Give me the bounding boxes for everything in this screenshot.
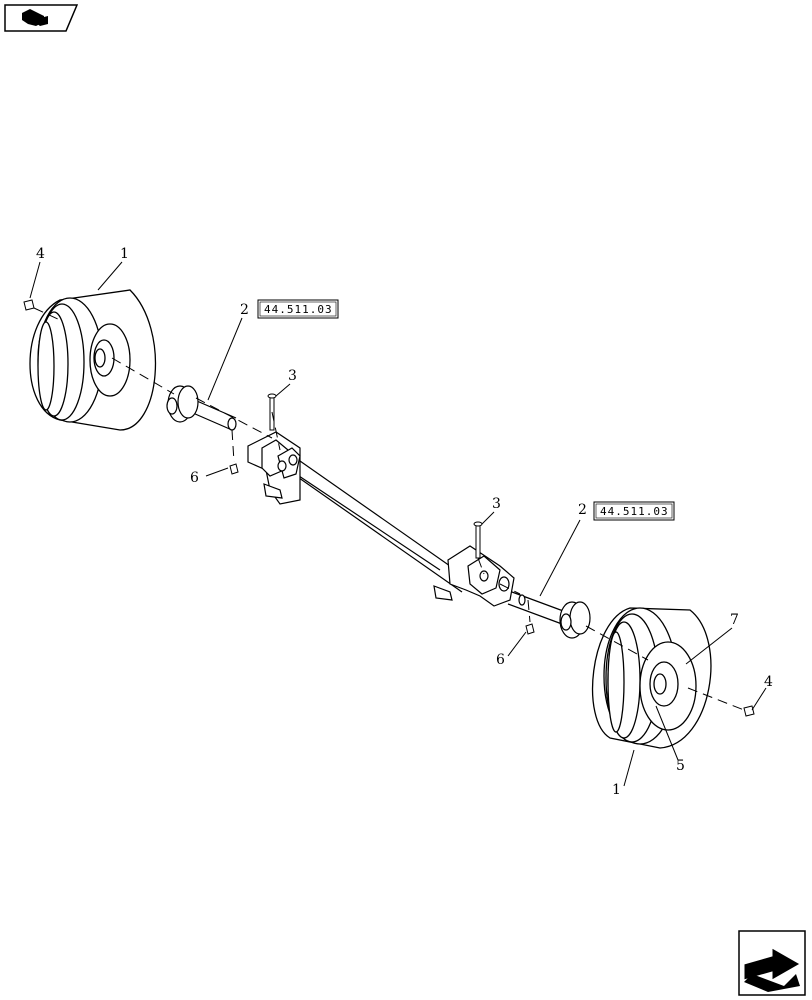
callout-4-right: 4 <box>764 674 773 690</box>
back-arrow-icon <box>4 4 79 32</box>
reference-link-left[interactable]: 44.511.03 <box>257 299 339 319</box>
reference-link-right[interactable]: 44.511.03 <box>593 501 675 521</box>
callout-6-left: 6 <box>190 470 199 486</box>
forward-arrow-icon <box>738 930 806 996</box>
left-hub <box>166 385 199 423</box>
reference-number-left: 44.511.03 <box>264 303 333 316</box>
reference-number-right: 44.511.03 <box>600 505 669 518</box>
callout-2-right: 2 <box>578 502 587 518</box>
callout-7: 7 <box>730 612 739 628</box>
alignment-lines <box>33 307 745 711</box>
callout-4-left: 4 <box>36 246 45 262</box>
left-lug-nut <box>23 299 35 311</box>
left-nut <box>229 463 239 475</box>
callout-3-left: 3 <box>288 368 297 384</box>
right-mount-bracket <box>433 545 515 607</box>
callout-5: 5 <box>676 758 685 774</box>
left-wheel <box>29 289 157 431</box>
right-lug-nut <box>743 705 755 717</box>
callout-2-left: 2 <box>240 302 249 318</box>
callout-1-left: 1 <box>120 246 129 262</box>
next-page-button[interactable] <box>738 930 806 996</box>
right-hub <box>559 601 591 639</box>
right-nut <box>525 623 535 635</box>
previous-page-button[interactable] <box>4 4 79 32</box>
right-spindle <box>507 591 567 625</box>
right-wheel <box>592 607 712 749</box>
leader-lines <box>29 261 767 787</box>
left-mount-bracket <box>247 431 301 505</box>
callout-6-right: 6 <box>496 652 505 668</box>
callout-1-right: 1 <box>612 782 621 798</box>
callout-3-right: 3 <box>492 496 501 512</box>
